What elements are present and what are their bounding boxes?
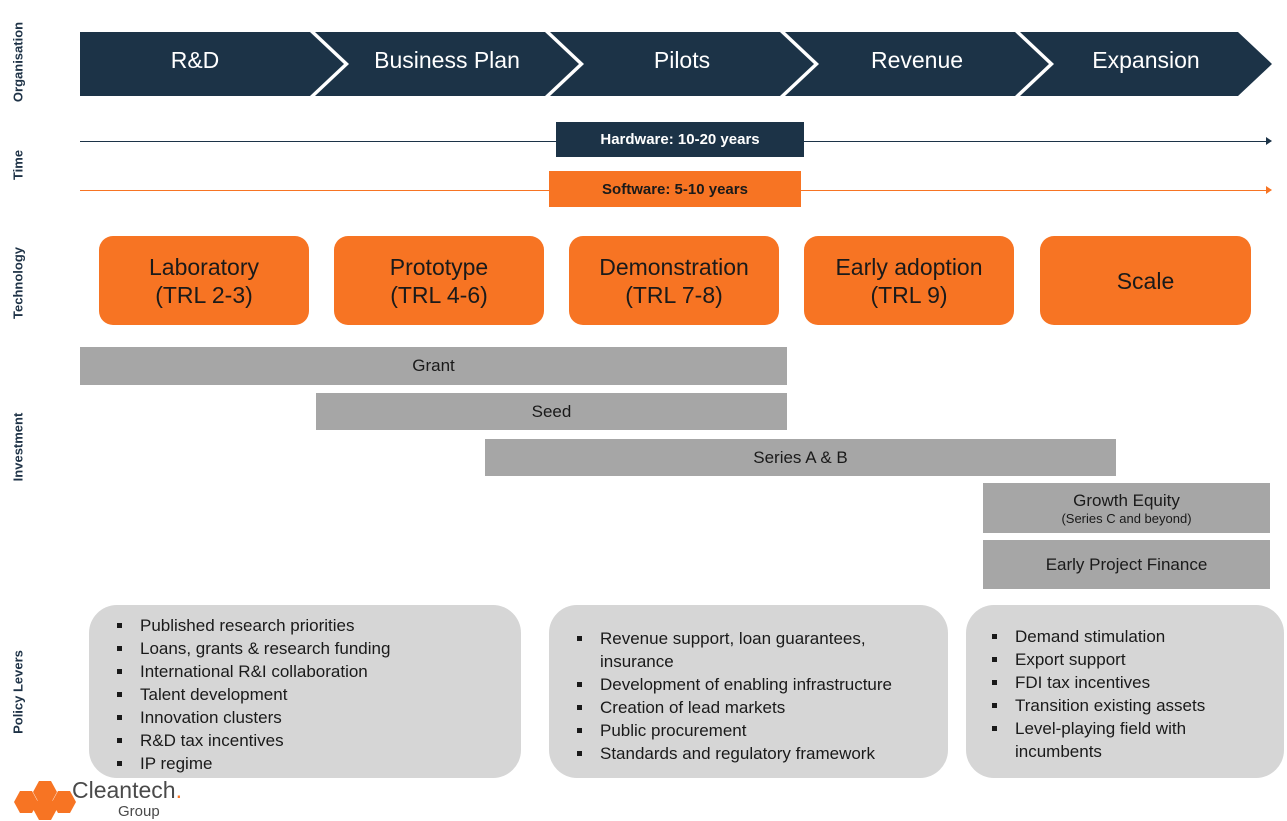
policy-list: Published research priorities Loans, gra…	[102, 614, 521, 775]
policy-item: R&D tax incentives	[102, 729, 521, 752]
policy-item: Demand stimulation	[977, 625, 1264, 648]
logo-name-text: Cleantech	[72, 777, 176, 803]
tech-title: Demonstration	[599, 253, 749, 280]
row-label-time: Time	[10, 149, 26, 181]
investment-label: Growth Equity	[1073, 490, 1180, 510]
logo-hexagon-icon	[33, 798, 57, 820]
row-label-investment: Investment	[10, 412, 26, 482]
stage-label: Pilots	[653, 46, 711, 73]
policy-box-scale: Demand stimulation Export support FDI ta…	[966, 605, 1284, 778]
tech-title: Early adoption	[835, 253, 983, 280]
policy-item: Development of enabling infrastructure	[562, 673, 938, 696]
stage-chevron-business-plan: Business Plan	[315, 32, 579, 96]
tech-demonstration: Demonstration (TRL 7-8)	[569, 236, 779, 325]
policy-item: Creation of lead markets	[562, 696, 938, 719]
policy-item: Loans, grants & research funding	[102, 637, 521, 660]
row-label-policy: Policy Levers	[10, 650, 26, 734]
stage-chevron-rd: R&D	[80, 32, 344, 96]
logo-dot: .	[175, 777, 182, 803]
policy-item: Innovation clusters	[102, 706, 521, 729]
tech-laboratory: Laboratory (TRL 2-3)	[99, 236, 309, 325]
logo-hexagon-icon	[14, 791, 38, 813]
logo-hexagon-icon	[52, 791, 76, 813]
tech-scale: Scale	[1040, 236, 1251, 325]
policy-item: IP regime	[102, 752, 521, 775]
policy-item: Revenue support, loan guarantees, insura…	[562, 627, 938, 673]
stage-chevron-revenue: Revenue	[785, 32, 1049, 96]
software-duration-label: Software: 5-10 years	[549, 171, 801, 207]
software-arrow-icon	[1266, 186, 1272, 194]
policy-item: FDI tax incentives	[977, 671, 1264, 694]
tech-trl: (TRL 2-3)	[155, 281, 253, 308]
stage-label: Business Plan	[374, 46, 520, 73]
policy-item: Public procurement	[562, 719, 938, 742]
policy-list: Revenue support, loan guarantees, insura…	[562, 627, 938, 765]
stage-chevron-expansion: Expansion	[1020, 32, 1272, 96]
policy-box-market: Revenue support, loan guarantees, insura…	[549, 605, 948, 778]
policy-item: Talent development	[102, 683, 521, 706]
tech-trl: (TRL 4-6)	[390, 281, 488, 308]
stage-label: Expansion	[1092, 46, 1200, 73]
hardware-arrow-icon	[1266, 137, 1272, 145]
tech-prototype: Prototype (TRL 4-6)	[334, 236, 544, 325]
hardware-duration-label: Hardware: 10-20 years	[556, 122, 804, 157]
investment-grant: Grant	[80, 347, 787, 385]
investment-label: Seed	[531, 401, 572, 421]
policy-item: International R&I collaboration	[102, 660, 521, 683]
row-label-organisation: Organisation	[10, 21, 26, 103]
investment-seed: Seed	[316, 393, 787, 430]
logo-name: Cleantech.	[72, 777, 182, 804]
tech-title: Laboratory	[149, 253, 259, 280]
tech-early-adoption: Early adoption (TRL 9)	[804, 236, 1014, 325]
tech-trl: (TRL 7-8)	[625, 281, 723, 308]
policy-item: Export support	[977, 648, 1264, 671]
policy-item: Standards and regulatory framework	[562, 742, 938, 765]
policy-item: Transition existing assets	[977, 694, 1264, 717]
cleantech-logo: Cleantech. Group	[14, 777, 214, 821]
investment-project-finance: Early Project Finance	[983, 540, 1270, 589]
logo-sub: Group	[118, 803, 160, 820]
logo-hexagon-icon	[33, 781, 57, 803]
investment-label: Series A & B	[753, 447, 848, 467]
tech-trl: (TRL 9)	[870, 281, 948, 308]
policy-list: Demand stimulation Export support FDI ta…	[977, 625, 1264, 763]
investment-growth-equity: Growth Equity (Series C and beyond)	[983, 483, 1270, 533]
investment-label: Grant	[412, 356, 455, 375]
policy-item: Level-playing field with incumbents	[977, 717, 1264, 763]
policy-box-research: Published research priorities Loans, gra…	[89, 605, 521, 778]
investment-sublabel: (Series C and beyond)	[1061, 510, 1192, 526]
investment-series-ab: Series A & B	[485, 439, 1116, 476]
stage-chevron-pilots: Pilots	[550, 32, 814, 96]
stage-label: R&D	[170, 46, 220, 73]
tech-title: Scale	[1116, 267, 1175, 294]
investment-label: Early Project Finance	[1045, 554, 1208, 574]
stage-label: Revenue	[870, 46, 964, 73]
policy-item: Published research priorities	[102, 614, 521, 637]
row-label-technology: Technology	[10, 247, 26, 319]
tech-title: Prototype	[389, 253, 489, 280]
